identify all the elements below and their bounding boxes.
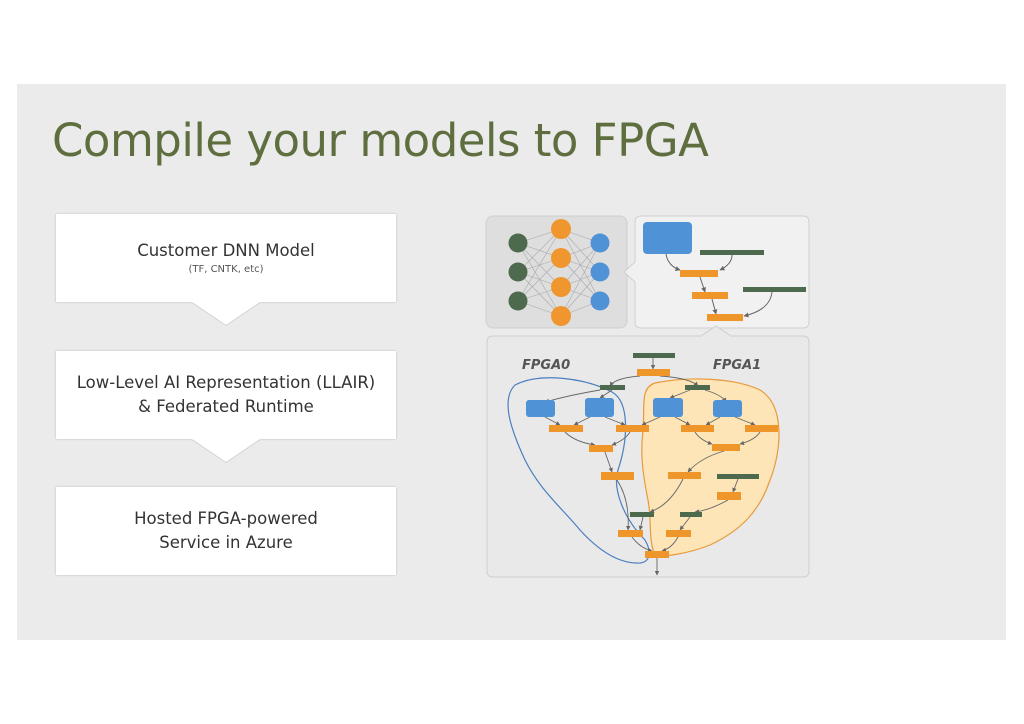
tensor-bar [680,512,702,517]
tensor-bar [717,474,759,479]
hidden-node [551,306,571,326]
op-block [745,425,778,432]
hidden-node [551,248,571,268]
op-block [645,551,669,558]
tensor-bar [700,250,764,255]
step-2-label-line-2: & Federated Runtime [138,397,314,416]
op-block [668,472,701,479]
step-customer-dnn-model: Customer DNN Model (TF, CNTK, etc) [56,214,396,325]
op-block [717,492,741,500]
op-block [712,444,740,451]
op-block [549,425,583,432]
slide-title: Compile your models to FPGA [52,114,709,167]
step-1-label: Customer DNN Model [137,241,315,260]
partitioned-graph-panel: FPGA0 FPGA1 [486,325,810,578]
fpga1-label: FPGA1 [713,358,761,373]
op-block [692,292,728,299]
op-block [637,369,670,376]
fpga1-region [641,378,780,557]
input-node [508,233,528,253]
op-block-blue [526,400,555,417]
graph-edges [544,358,761,576]
tensor-bar [743,287,806,292]
neural-network-panel [485,215,628,329]
op-block [707,314,743,321]
op-block [618,530,643,537]
fpga0-label: FPGA0 [522,358,570,373]
flow-arrow-2 [192,439,260,462]
op-block-blue [713,400,742,417]
op-block [589,445,613,452]
op-block [616,425,649,432]
graph-nodes [526,353,778,558]
op-block-blue [653,398,683,417]
op-block [666,530,691,537]
step-2-label-line-1: Low-Level AI Representation (LLAIR) [76,373,376,392]
hidden-node [551,219,571,239]
tensor-bar [600,385,625,390]
step-hosted-service: Hosted FPGA-powered Service in Azure [56,487,396,575]
flow-arrow-1 [192,302,260,325]
tensor-bar [633,353,675,358]
input-node [508,262,528,282]
op-block [680,270,718,277]
step-1-sublabel: (TF, CNTK, etc) [188,264,264,275]
tensor-bar [685,385,710,390]
step-3-label-line-2: Service in Azure [159,533,293,552]
graph-input-block [643,222,692,254]
input-node [508,291,528,311]
step-3-label-line-1: Hosted FPGA-powered [134,509,318,528]
op-block [601,472,634,480]
output-node [590,233,610,253]
tensor-bar [630,512,654,517]
hidden-node [551,277,571,297]
output-node [590,291,610,311]
compute-graph-panel [623,215,810,329]
op-block [681,425,714,432]
op-block-blue [585,398,614,417]
output-node [590,262,610,282]
step-llair: Low-Level AI Representation (LLAIR) & Fe… [56,351,396,462]
